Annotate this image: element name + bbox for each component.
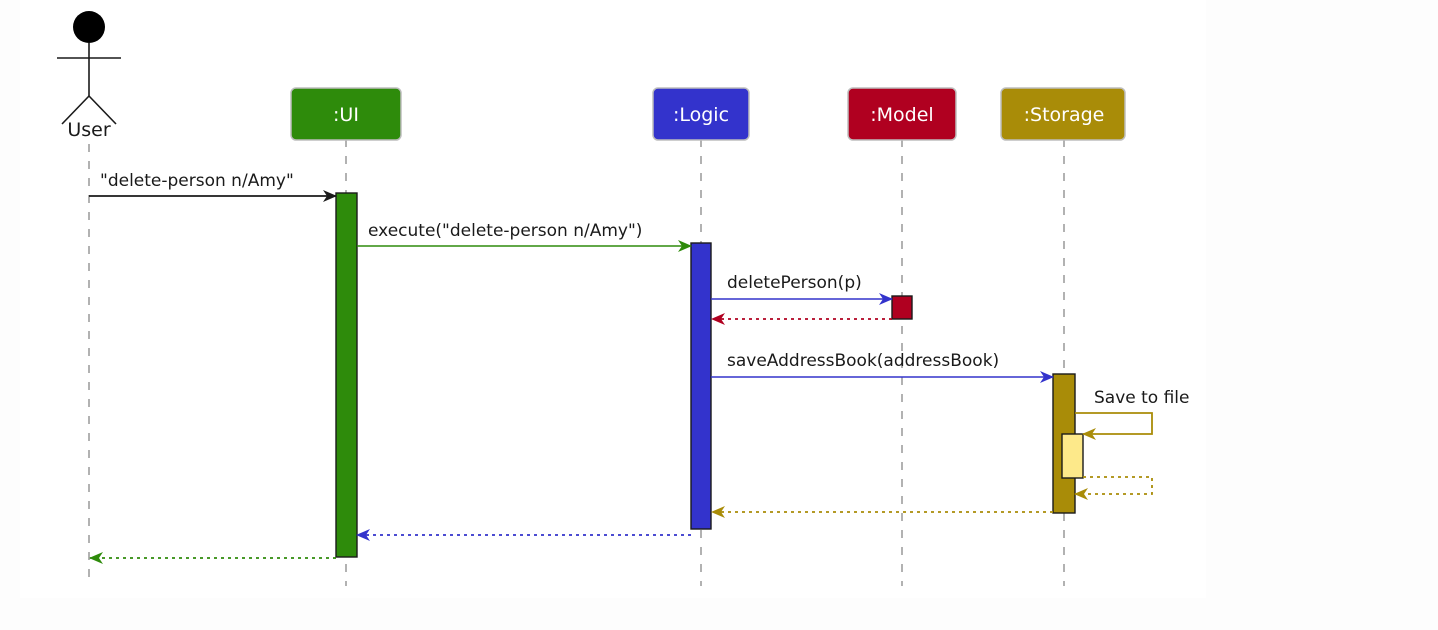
message-delete-person-command: "delete-person n/Amy" (89, 171, 337, 202)
message-save-to-file-self-call: Save to file (1075, 388, 1190, 440)
activation-bar-ui (335, 192, 358, 558)
actor-head-icon (73, 11, 105, 43)
message-label-2: execute("delete-person n/Amy") (368, 221, 642, 241)
message-arrow-7 (1074, 476, 1153, 500)
message-label-5: saveAddressBook(addressBook) (727, 351, 999, 371)
message-label-3: deletePerson(p) (727, 273, 862, 293)
actor-label-user: User (67, 119, 110, 141)
actor-leg-left-icon (61, 95, 90, 125)
activation-bar-logic (690, 242, 712, 530)
participant-box-storage[interactable] (1000, 87, 1126, 141)
activation-bar-storage-nested (1061, 433, 1084, 479)
message-arrow-6 (1075, 412, 1153, 440)
participant-box-model[interactable] (847, 87, 957, 141)
message-save-address-book: saveAddressBook(addressBook) (711, 351, 1054, 383)
activation-bar-model (891, 295, 913, 320)
participant-box-logic[interactable] (652, 87, 750, 141)
participant-logic[interactable]: :Logic (652, 87, 750, 141)
participant-storage[interactable]: :Storage (1000, 87, 1126, 141)
participant-label-model: :Model (870, 104, 933, 126)
participant-model[interactable]: :Model (847, 87, 957, 141)
message-label-1: "delete-person n/Amy" (100, 171, 294, 191)
participant-label-storage: :Storage (1024, 104, 1105, 126)
actor-leg-right-icon (88, 95, 117, 125)
actor-user: User (57, 11, 121, 141)
participant-ui[interactable]: :UI (290, 87, 402, 141)
participant-label-logic: :Logic (673, 104, 729, 126)
participant-box-ui[interactable] (290, 87, 402, 141)
message-label-6: Save to file (1094, 388, 1190, 408)
message-self-return-storage (1074, 476, 1153, 500)
message-execute: execute("delete-person n/Amy") (357, 221, 692, 252)
message-delete-person: deletePerson(p) (711, 273, 893, 305)
participant-label-ui: :UI (333, 104, 359, 126)
